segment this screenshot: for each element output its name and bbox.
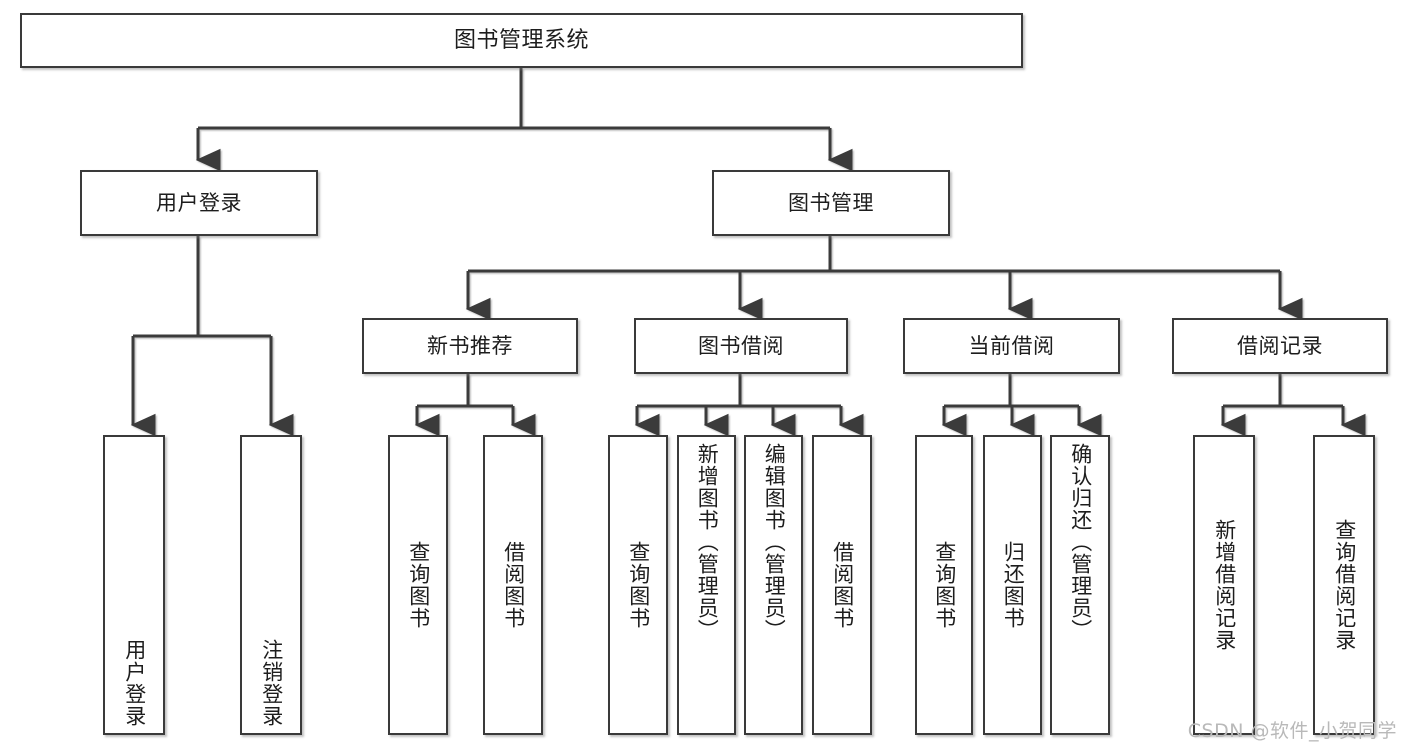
node-label: 用户登录 (122, 639, 147, 727)
leaf-bb-edit-book-admin[interactable]: 编辑图书（管理员） (744, 435, 803, 735)
node-label: 确认归还（管理员） (1068, 443, 1093, 641)
leaf-bb-add-book-admin[interactable]: 新增图书（管理员） (677, 435, 736, 735)
node-borrow-record[interactable]: 借阅记录 (1172, 318, 1388, 374)
node-label: 借阅图书 (830, 541, 855, 629)
node-current-borrow[interactable]: 当前借阅 (903, 318, 1120, 374)
node-label: 图书管理 (788, 190, 874, 215)
leaf-bb-borrow-book[interactable]: 借阅图书 (812, 435, 872, 735)
node-label: 新增借阅记录 (1212, 519, 1237, 651)
node-label: 查询借阅记录 (1332, 519, 1357, 651)
leaf-cb-return-book[interactable]: 归还图书 (983, 435, 1042, 735)
node-label: 注销登录 (259, 639, 284, 727)
node-label: 新增图书（管理员） (695, 443, 720, 641)
watermark-csdn: CSDN @软件_小贺同学 (1187, 720, 1397, 742)
node-label: 编辑图书（管理员） (762, 443, 787, 641)
node-label: 新书推荐 (427, 333, 513, 358)
leaf-br-add-record[interactable]: 新增借阅记录 (1193, 435, 1255, 735)
leaf-br-query-record[interactable]: 查询借阅记录 (1313, 435, 1375, 735)
node-book-borrow[interactable]: 图书借阅 (634, 318, 848, 374)
node-label: 查询图书 (626, 541, 651, 629)
node-label: 查询图书 (406, 541, 431, 629)
leaf-nb-borrow-book[interactable]: 借阅图书 (483, 435, 543, 735)
leaf-nb-query-book[interactable]: 查询图书 (388, 435, 448, 735)
leaf-user-logout[interactable]: 注销登录 (240, 435, 302, 735)
leaf-bb-query-book[interactable]: 查询图书 (608, 435, 668, 735)
node-user-login[interactable]: 用户登录 (80, 170, 318, 236)
node-label: 借阅图书 (501, 541, 526, 629)
node-label: 借阅记录 (1237, 333, 1323, 358)
leaf-cb-query-book[interactable]: 查询图书 (915, 435, 973, 735)
node-label: 归还图书 (1001, 541, 1026, 629)
node-label: 用户登录 (156, 190, 242, 215)
node-label: 查询图书 (932, 541, 957, 629)
node-label: 当前借阅 (968, 333, 1055, 358)
leaf-user-login[interactable]: 用户登录 (103, 435, 165, 735)
node-label: 图书借阅 (698, 333, 784, 358)
node-book-management[interactable]: 图书管理 (712, 170, 950, 236)
leaf-cb-confirm-return-admin[interactable]: 确认归还（管理员） (1050, 435, 1110, 735)
node-label: 图书管理系统 (453, 27, 589, 53)
node-new-book-recommend[interactable]: 新书推荐 (362, 318, 578, 374)
node-root-book-management-system[interactable]: 图书管理系统 (20, 13, 1023, 68)
